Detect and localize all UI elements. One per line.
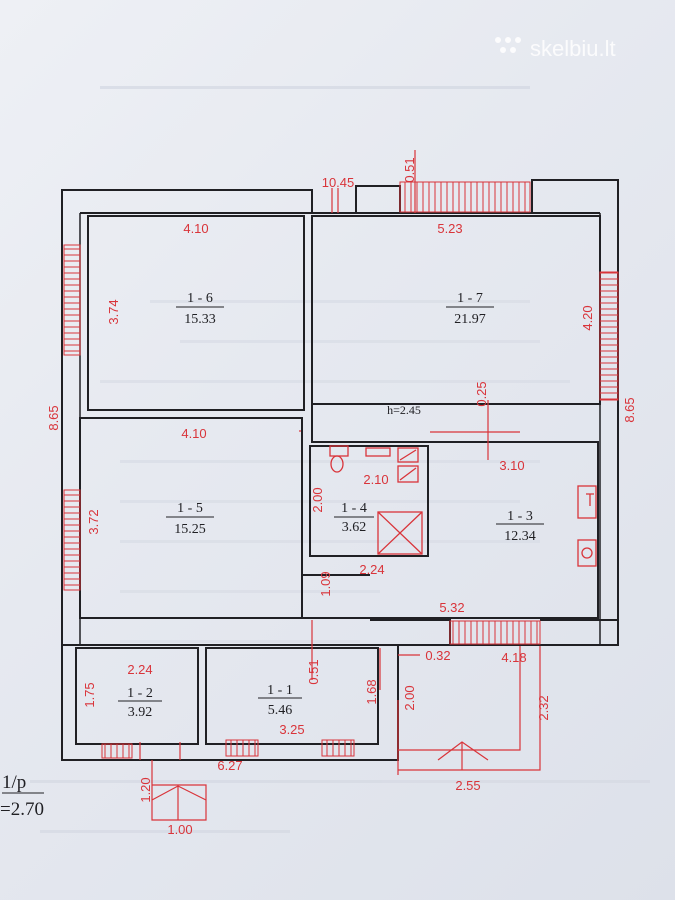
dim-4-10-mid: 4.10: [181, 426, 206, 441]
room-code-1-7: 1 - 7: [457, 291, 483, 306]
dim-1-00: 1.00: [167, 822, 192, 837]
room-area-1-7: 21.97: [454, 312, 486, 327]
room-code-1-1: 1 - 1: [267, 683, 293, 698]
dim-4-10-top: 4.10: [183, 221, 208, 236]
background-document-lines: [30, 86, 650, 833]
dim-5-23: 5.23: [437, 221, 462, 236]
room-area-1-6: 15.33: [184, 312, 216, 327]
dim-1-20: 1.20: [138, 777, 153, 802]
room-labels: 1 - 6 15.33 1 - 7 21.97 1 - 5 15.25 1 - …: [118, 291, 544, 720]
scale-note-line1: 1/p: [2, 772, 26, 793]
dim-3-10: 3.10: [499, 458, 524, 473]
room-area-1-1: 5.46: [268, 703, 293, 718]
dim-1-75: 1.75: [82, 682, 97, 707]
dimension-values: 10.45 0.51 4.10 5.23 3.74 4.20 8.65 8.65…: [46, 157, 637, 837]
room-area-1-4: 3.62: [342, 520, 367, 535]
ceiling-height-note: h=2.45: [387, 403, 421, 417]
room-area-1-2: 3.92: [128, 705, 153, 720]
room-code-1-6: 1 - 6: [187, 291, 213, 306]
dim-2-24-small: 2.24: [127, 662, 152, 677]
room-code-1-5: 1 - 5: [177, 501, 203, 516]
dim-10-45: 10.45: [322, 175, 355, 190]
scale-note-line2: =2.70: [0, 799, 44, 820]
dim-1-09: 1.09: [318, 571, 333, 596]
dim-0-25: 0.25: [474, 381, 489, 406]
room-code-1-2: 1 - 2: [127, 686, 153, 701]
dim-6-27: 6.27: [217, 758, 242, 773]
watermark: skelbiu.lt: [495, 36, 616, 61]
dim-2-55: 2.55: [455, 778, 480, 793]
dim-2-00-bathroom: 2.00: [310, 487, 325, 512]
dim-2-00-porch: 2.00: [402, 685, 417, 710]
scale-note: 1/p =2.70: [0, 772, 44, 820]
dim-4-20: 4.20: [580, 305, 595, 330]
dim-3-72: 3.72: [86, 509, 101, 534]
dim-2-10: 2.10: [363, 472, 388, 487]
dim-1-68: 1.68: [364, 679, 379, 704]
dim-2-32: 2.32: [536, 695, 551, 720]
room-code-1-3: 1 - 3: [507, 509, 533, 524]
kitchen-fixtures: [577, 485, 597, 567]
dim-0-51-top: 0.51: [402, 157, 417, 182]
dimension-lines: [139, 150, 541, 821]
room-area-1-5: 15.25: [174, 522, 206, 537]
dim-3-74: 3.74: [106, 299, 121, 324]
windows: [63, 181, 619, 759]
room-code-1-4: 1 - 4: [341, 501, 367, 516]
dim-4-18: 4.18: [501, 650, 526, 665]
dim-2-24-bathroom: 2.24: [359, 562, 384, 577]
bathroom-fixtures: [329, 445, 423, 555]
watermark-text: skelbiu.lt: [530, 36, 616, 61]
dim-0-51-bottom: 0.51: [306, 659, 321, 684]
room-area-1-3: 12.34: [504, 529, 536, 544]
dim-8-65-left: 8.65: [46, 405, 61, 430]
dim-5-32: 5.32: [439, 600, 464, 615]
dim-0-32: 0.32: [425, 648, 450, 663]
dim-3-25: 3.25: [279, 722, 304, 737]
dim-8-65-right: 8.65: [622, 397, 637, 422]
